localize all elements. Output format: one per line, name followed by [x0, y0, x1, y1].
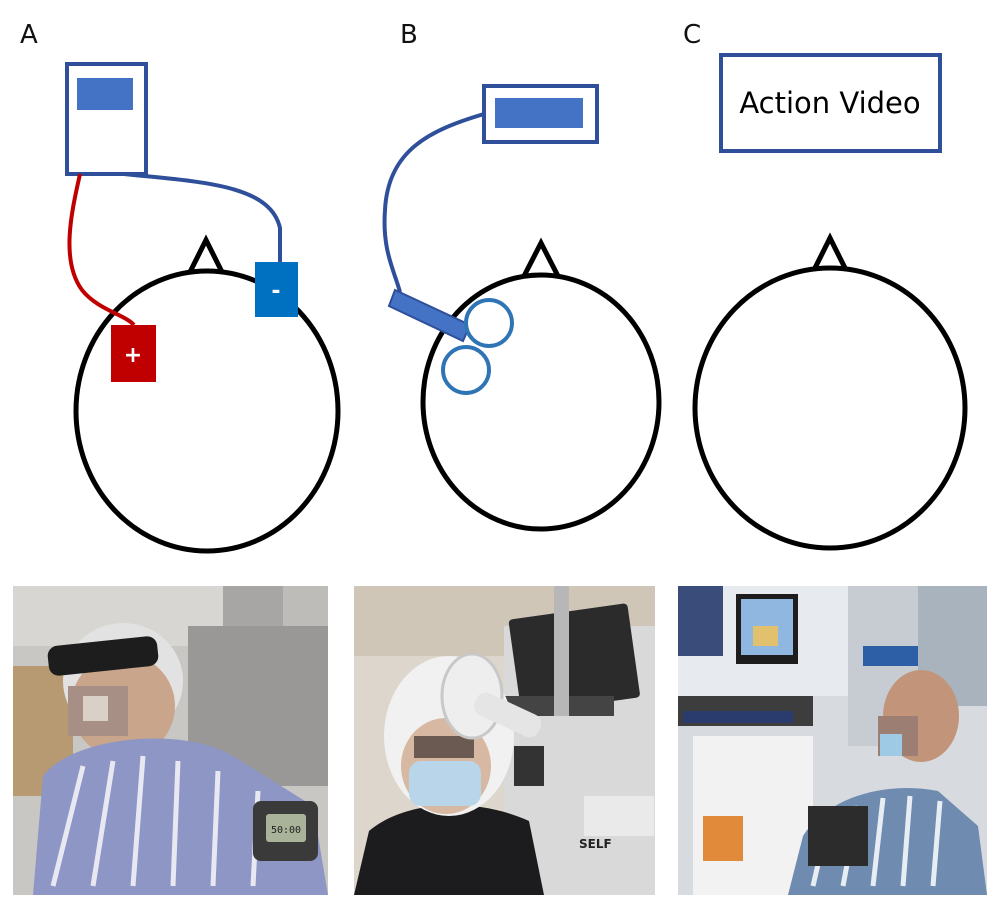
panel-label-a: A [20, 20, 38, 50]
tdcs-diagram: + - [65, 62, 341, 554]
anode-sign: + [124, 343, 142, 368]
cathode-sign: - [271, 279, 280, 304]
head-b [420, 272, 662, 532]
tms-coil-wing-lower [441, 345, 491, 395]
tms-diagram [382, 84, 662, 532]
panel-label-b: B [400, 20, 418, 50]
action-video-box [719, 53, 942, 153]
tms-coil-wing-upper [464, 298, 514, 348]
photo-action-video-patient [678, 586, 987, 895]
anode-wire [67, 173, 136, 327]
schematic-diagrams: + - Action Video [65, 53, 968, 554]
action-video-diagram: Action Video [692, 53, 968, 551]
cathode-electrode [255, 262, 298, 317]
panel-label-c: C [683, 20, 702, 50]
head-a-nose [185, 234, 227, 278]
anode-electrode [111, 325, 156, 382]
cathode-wire [123, 172, 282, 262]
photo-tms-patient: SELF [354, 586, 655, 895]
tms-cable [382, 112, 485, 293]
tms-coil-handle [387, 288, 472, 343]
action-video-label: Action Video [739, 86, 920, 120]
head-b-nose [520, 237, 562, 280]
head-c [692, 265, 968, 551]
photo-tdcs-patient: 50:00 [13, 586, 328, 895]
tdcs-device-display: 50:00 [271, 825, 301, 836]
head-c-nose [809, 232, 851, 276]
tms-stimulator-screen [495, 98, 583, 128]
tms-machine-label: SELF [579, 837, 612, 851]
tdcs-stimulator-screen [77, 78, 133, 110]
